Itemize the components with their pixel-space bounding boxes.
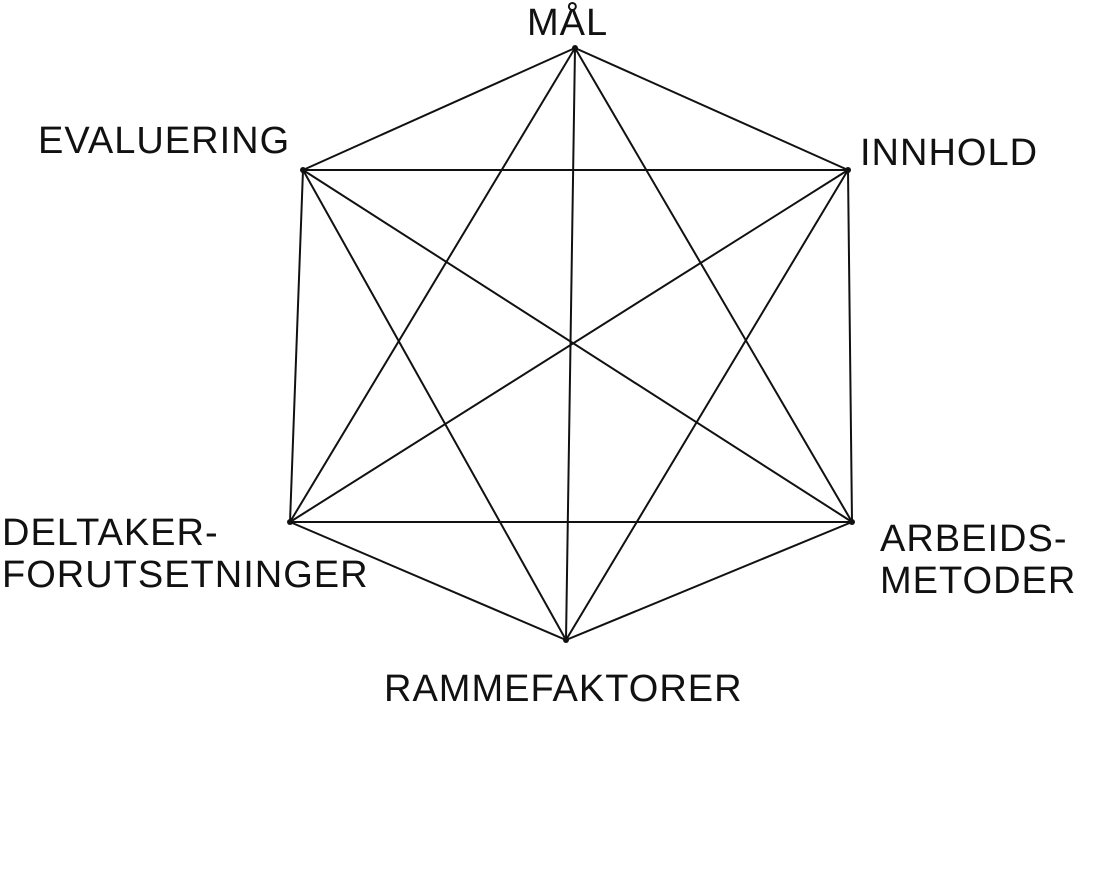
edge-maal-arbeidsmetoder <box>574 47 853 523</box>
vertex-innhold <box>845 167 851 173</box>
label-arbeidsmetoder: ARBEIDS- METODER <box>880 518 1077 602</box>
label-maal: MÅL <box>527 2 609 44</box>
label-innhold: INNHOLD <box>860 132 1039 174</box>
label-rammefaktorer: RAMMEFAKTORER <box>384 668 743 710</box>
vertex-deltakerforutsetninger <box>287 519 293 525</box>
vertex-evaluering <box>300 167 306 173</box>
label-evaluering: EVALUERING <box>38 120 291 162</box>
vertex-arbeidsmetoder <box>849 519 855 525</box>
edge-maal-innhold <box>574 47 849 171</box>
edge-rammefaktorer-evaluering <box>302 169 567 641</box>
vertex-maal <box>572 45 578 51</box>
edge-maal-evaluering <box>302 47 576 171</box>
edge-innhold-deltakerforutsetninger <box>289 169 849 523</box>
edge-maal-deltakerforutsetninger <box>289 47 576 523</box>
edge-deltakerforutsetninger-evaluering <box>289 169 304 523</box>
edge-rammefaktorer-deltakerforutsetninger <box>289 521 567 641</box>
edge-arbeidsmetoder-rammefaktorer <box>565 521 853 641</box>
label-deltakerforutsetninger: DELTAKER- FORUTSETNINGER <box>2 512 369 596</box>
edge-innhold-rammefaktorer <box>565 169 849 641</box>
vertex-rammefaktorer <box>563 637 569 643</box>
edge-arbeidsmetoder-evaluering <box>302 169 853 523</box>
edge-innhold-arbeidsmetoder <box>847 169 853 523</box>
